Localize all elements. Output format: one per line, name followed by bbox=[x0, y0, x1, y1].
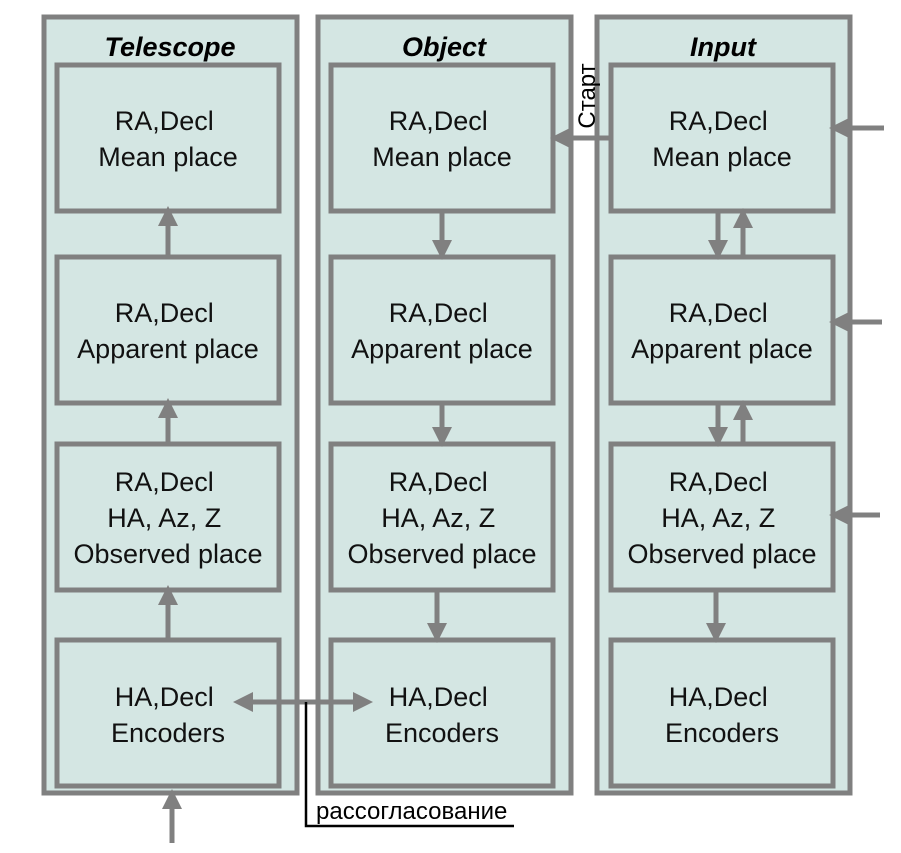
column-title-telescope: Telescope bbox=[104, 32, 235, 62]
object-observed-place-text: RA,Decl HA, Az, Z Observed place bbox=[347, 467, 536, 569]
telescope-observed-place-box bbox=[54, 441, 282, 593]
telescope-mean-place-text: RA,Decl Mean place bbox=[98, 106, 238, 172]
telescope-apparent-place-box bbox=[54, 254, 282, 406]
input-encoders-box bbox=[608, 637, 836, 789]
object-apparent-place-text: RA,Decl Apparent place bbox=[351, 298, 533, 364]
object-apparent-place-box bbox=[328, 254, 556, 406]
input-apparent-place-text: RA,Decl Apparent place bbox=[631, 298, 813, 364]
start-label: Старт bbox=[574, 63, 601, 128]
input-mean-place-text: RA,Decl Mean place bbox=[652, 106, 792, 172]
column-title-input: Input bbox=[690, 32, 757, 62]
telescope-observed-place-text: RA,Decl HA, Az, Z Observed place bbox=[73, 467, 262, 569]
object-encoders-box bbox=[328, 637, 556, 789]
telescope-mean-place-box bbox=[54, 62, 282, 214]
object-mean-place-box bbox=[328, 62, 556, 214]
mismatch-leader-line bbox=[304, 702, 514, 828]
input-observed-place-text: RA,Decl HA, Az, Z Observed place bbox=[627, 467, 816, 569]
telescope-encoders-text: HA,Decl Encoders bbox=[111, 682, 225, 748]
input-encoders-text: HA,Decl Encoders bbox=[665, 682, 779, 748]
telescope-apparent-place-text: RA,Decl Apparent place bbox=[77, 298, 259, 364]
input-mean-place-box bbox=[608, 62, 836, 214]
mismatch-label: рассогласование bbox=[316, 798, 507, 825]
object-observed-place-box bbox=[328, 441, 556, 593]
input-apparent-place-box bbox=[608, 254, 836, 406]
column-title-object: Object bbox=[402, 32, 487, 62]
telescope-encoders-box bbox=[54, 637, 282, 789]
object-mean-place-text: RA,Decl Mean place bbox=[372, 106, 512, 172]
object-encoders-text: HA,Decl Encoders bbox=[385, 682, 499, 748]
